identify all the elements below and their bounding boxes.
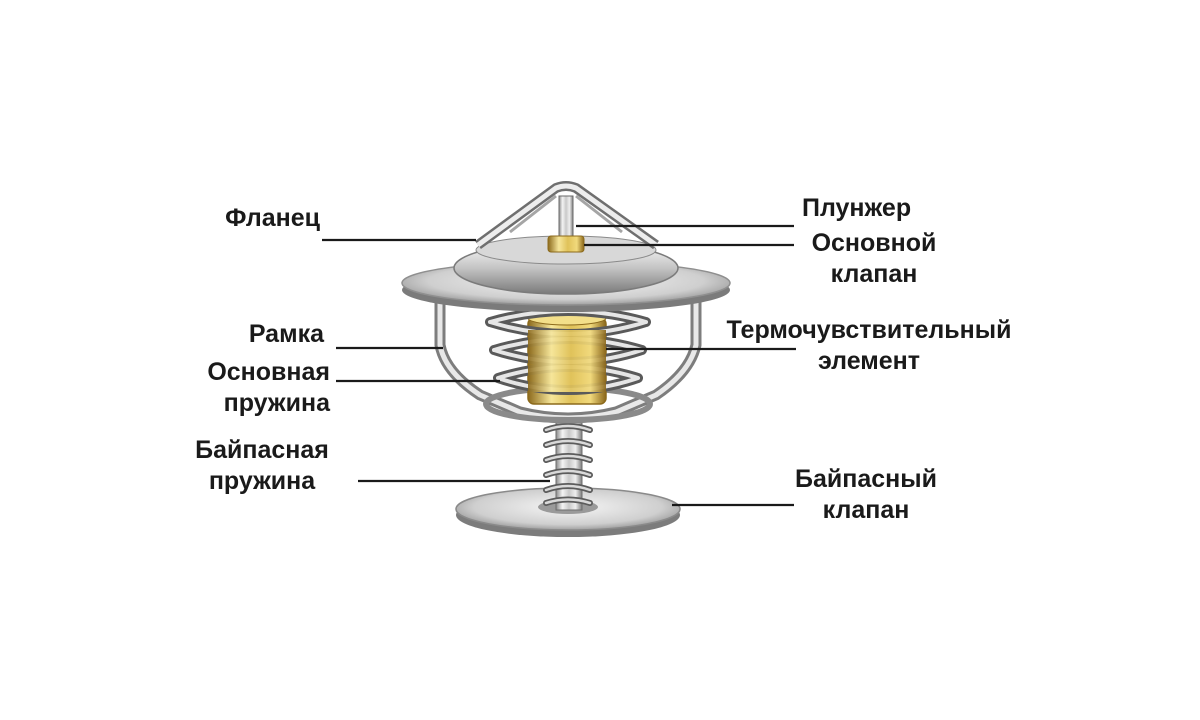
- label-baipasnaya-pruzhina-line1: Байпасная: [195, 436, 329, 464]
- label-termo-element-line1: Термочувствительный: [726, 316, 1012, 344]
- label-plunzher: Плунжер: [802, 193, 911, 224]
- label-termo-element: Термочувствительный элемент: [702, 315, 1036, 377]
- plunger-pin: [547, 195, 585, 253]
- label-baipasny-klapan-line2: клапан: [822, 496, 910, 524]
- label-flanets-line1: Фланец: [225, 204, 320, 232]
- label-termo-element-line2: элемент: [817, 347, 921, 375]
- label-osnovnaya-pruzhina-line2: пружина: [223, 389, 330, 417]
- label-osnovnaya-pruzhina-line1: Основная: [207, 358, 330, 386]
- label-osnovnaya-pruzhina: Основная пружина: [170, 357, 330, 419]
- leader-lines: [322, 224, 796, 507]
- label-plunzher-line1: Плунжер: [802, 194, 912, 222]
- label-baipasny-klapan-line1: Байпасный: [795, 465, 937, 493]
- label-ramka: Рамка: [196, 319, 324, 350]
- label-baipasnaya-pruzhina-line2: пружина: [208, 467, 316, 495]
- label-osnovnoy-klapan-line1: Основной: [811, 229, 937, 257]
- label-ramka-line1: Рамка: [248, 320, 324, 348]
- label-flanets: Фланец: [196, 203, 320, 234]
- label-osnovnoy-klapan: Основной клапан: [798, 228, 950, 290]
- label-baipasnaya-pruzhina: Байпасная пружина: [174, 435, 350, 497]
- label-osnovnoy-klapan-line2: клапан: [830, 260, 918, 288]
- label-baipasny-klapan: Байпасный клапан: [780, 464, 952, 526]
